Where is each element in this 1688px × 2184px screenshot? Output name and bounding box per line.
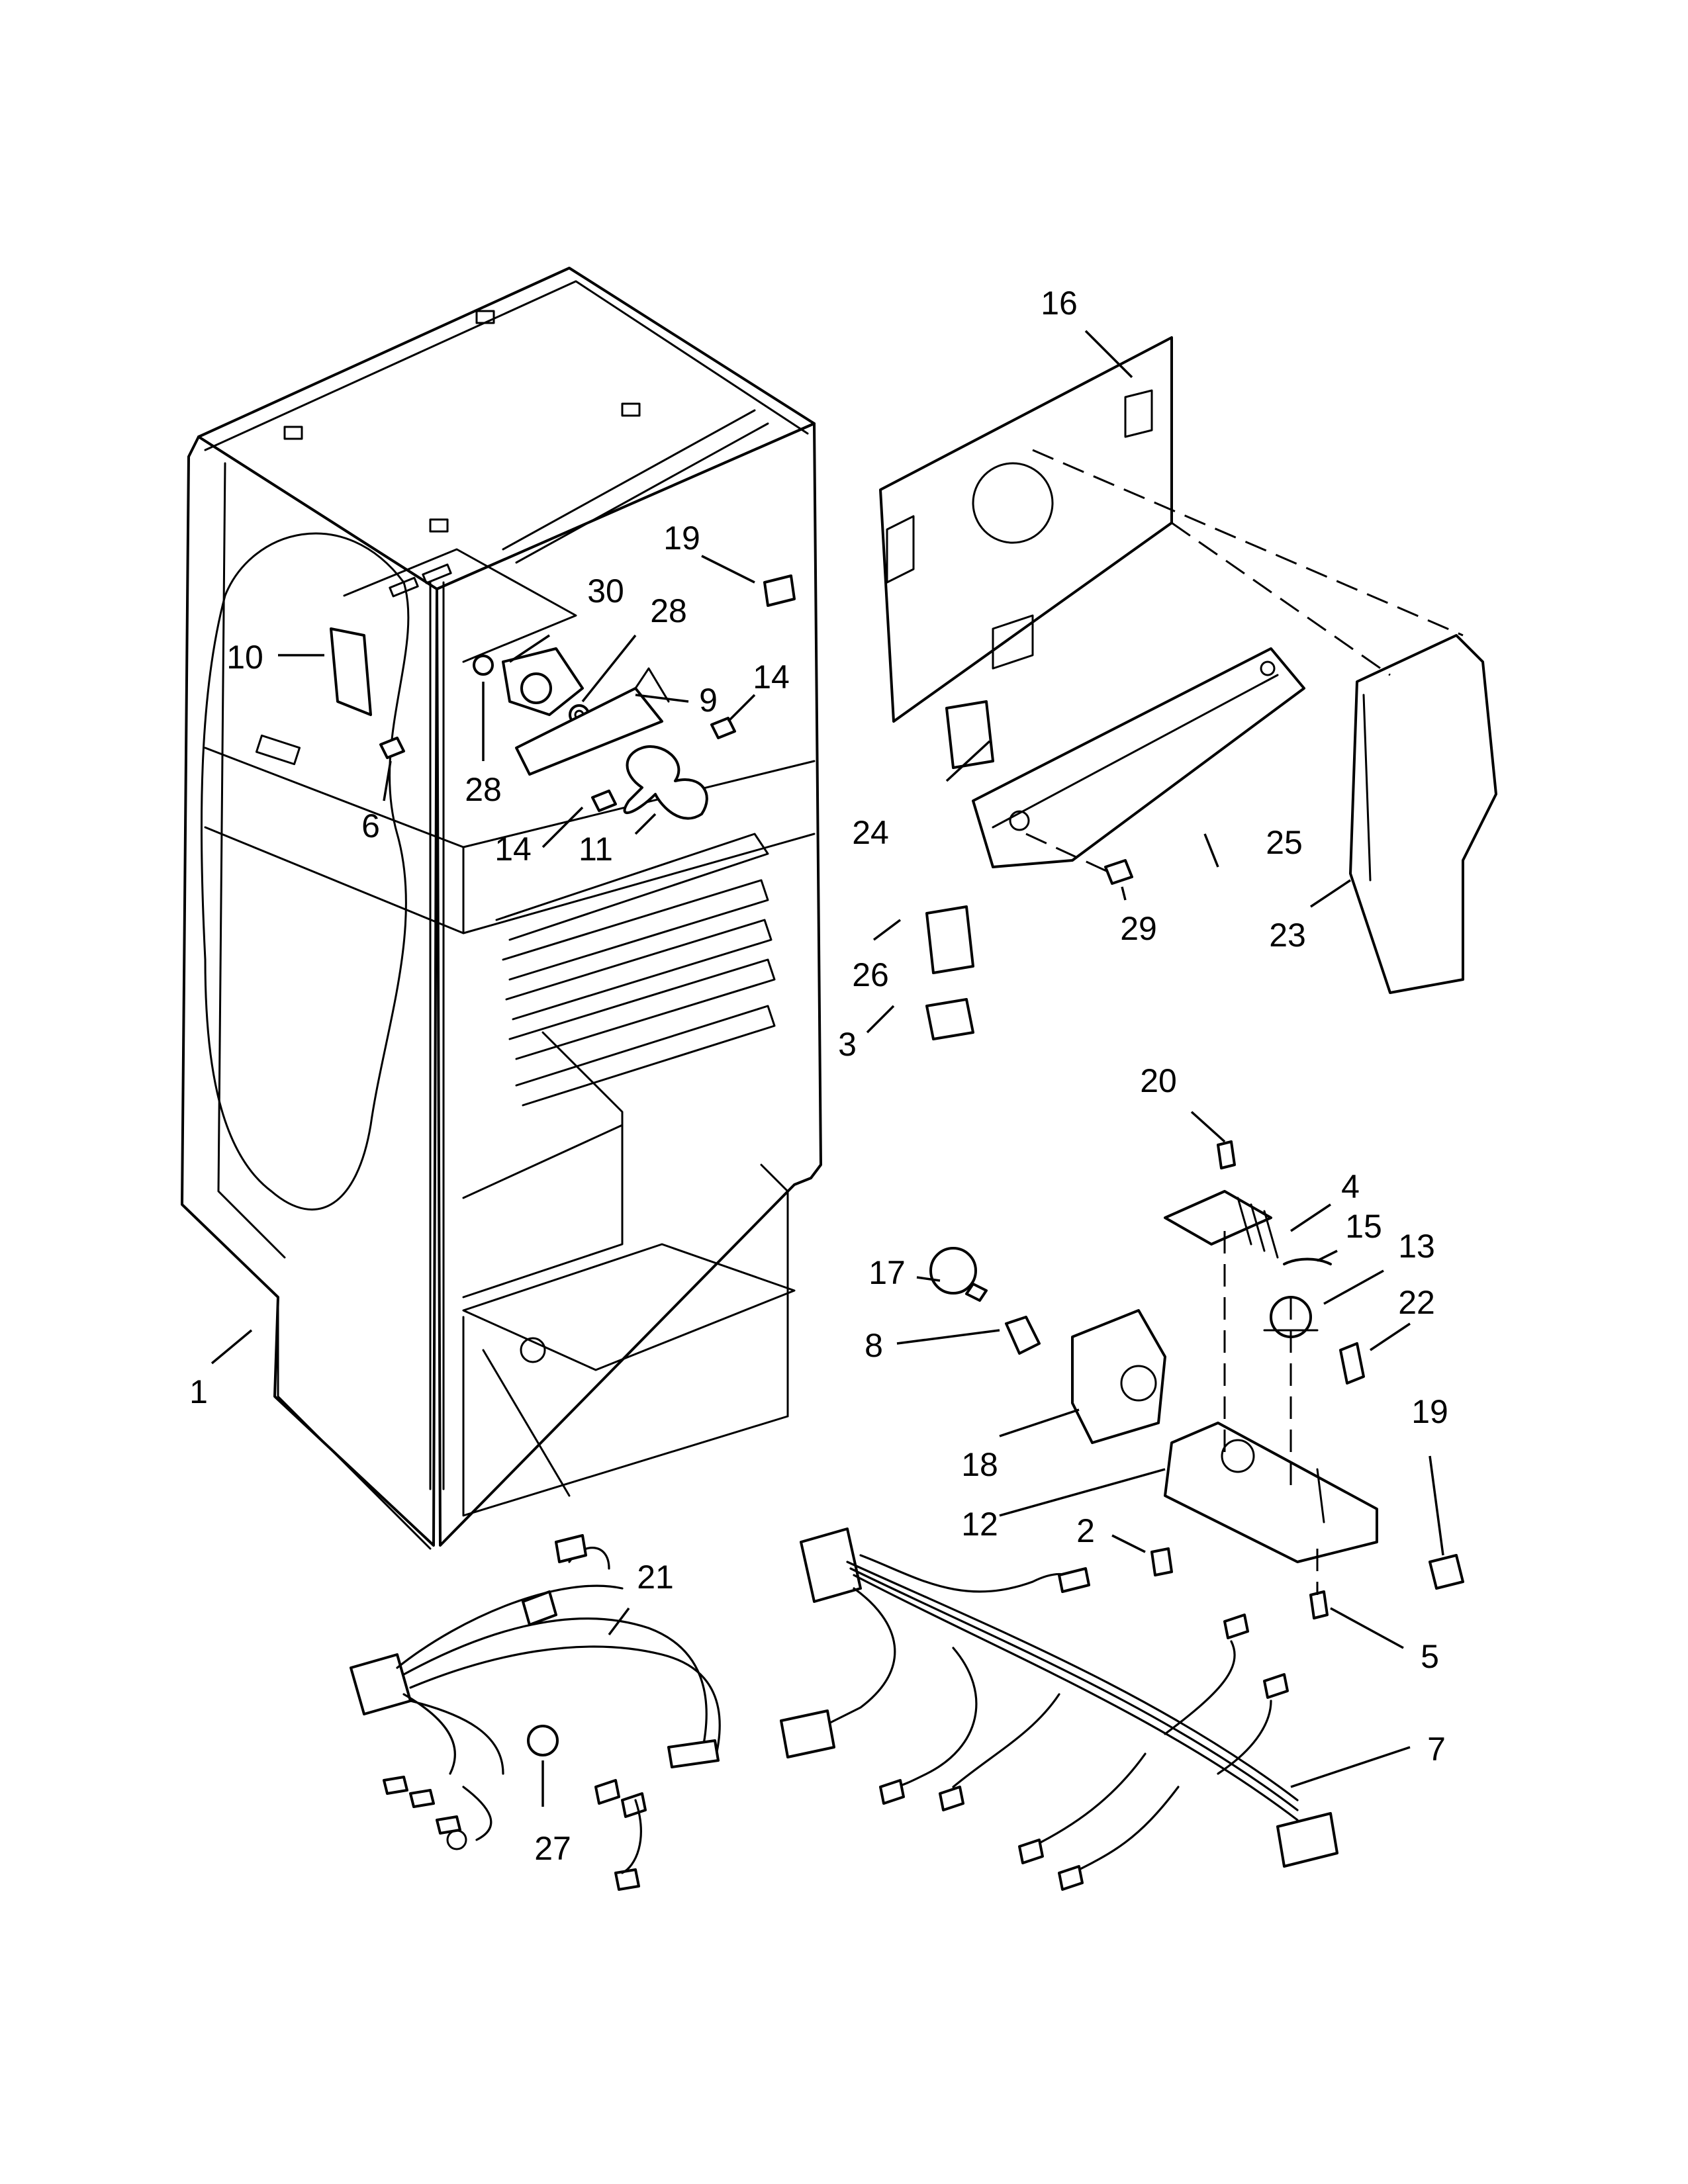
fan-bracket [515, 667, 670, 776]
screws-freezer [379, 574, 796, 812]
callout-17: 17 [868, 1254, 906, 1291]
callout-24: 24 [852, 814, 889, 851]
leader-lines [211, 330, 1444, 1807]
knob-22 [1339, 1342, 1365, 1385]
damper-housing-26 [925, 905, 974, 974]
duct-25 [972, 647, 1305, 868]
callout-9: 9 [699, 682, 718, 719]
screw-20 [1217, 1140, 1236, 1169]
callout-28b: 28 [465, 771, 502, 808]
screw-2 [1150, 1547, 1173, 1576]
callout-28a: 28 [650, 592, 687, 629]
callout-20: 20 [1140, 1062, 1177, 1099]
wire-harness-21 [350, 1534, 721, 1891]
callout-15: 15 [1345, 1208, 1382, 1245]
callout-2: 2 [1076, 1512, 1095, 1549]
callout-19b: 19 [1411, 1393, 1448, 1430]
callout-19a: 19 [663, 520, 700, 557]
callout-7: 7 [1427, 1731, 1446, 1768]
callout-27: 27 [534, 1830, 571, 1867]
callout-10: 10 [226, 639, 263, 676]
callout-23: 23 [1269, 917, 1306, 954]
bulb-17 [929, 1247, 988, 1302]
callout-21: 21 [637, 1559, 674, 1596]
callout-11: 11 [579, 831, 613, 868]
light-shield-18 [1071, 1309, 1166, 1444]
control-board-4 [1164, 1190, 1279, 1259]
wire-harness-7 [780, 1527, 1338, 1891]
callout-22: 22 [1398, 1284, 1435, 1321]
cap-3 [925, 998, 974, 1040]
callout-8: 8 [865, 1327, 883, 1364]
callout-14b: 14 [494, 831, 532, 868]
callout-18: 18 [961, 1446, 998, 1483]
duct-cover-23 [1349, 634, 1497, 994]
callout-4: 4 [1341, 1168, 1360, 1205]
fan-blade [623, 745, 708, 820]
callout-5: 5 [1421, 1638, 1439, 1675]
rear-panel-16 [879, 336, 1173, 723]
callout-14a: 14 [753, 659, 790, 696]
strip-15 [1283, 1257, 1332, 1265]
callout-26: 26 [852, 956, 889, 993]
cabinet-liner [181, 267, 822, 1550]
connector-19-lower [1429, 1554, 1464, 1590]
callout-3: 3 [838, 1026, 857, 1063]
callout-30: 30 [587, 572, 624, 610]
callout-1: 1 [189, 1373, 208, 1410]
screw-5 [1309, 1590, 1329, 1619]
control-housing-12 [1164, 1422, 1378, 1563]
socket-8 [1005, 1316, 1041, 1355]
callout-29: 29 [1120, 910, 1157, 947]
evaporator-fan-bracket [330, 548, 577, 716]
screw-29 [1104, 859, 1133, 885]
callout-25: 25 [1266, 824, 1303, 861]
callout-12: 12 [961, 1506, 998, 1543]
callout-labels: 1 2 3 4 5 6 7 8 9 10 11 12 13 14 14 15 1… [189, 285, 1448, 1867]
damper-24 [945, 700, 994, 769]
callout-6: 6 [361, 807, 380, 844]
callout-16: 16 [1041, 285, 1078, 322]
fan-motor [473, 647, 584, 716]
callout-13: 13 [1398, 1228, 1435, 1265]
